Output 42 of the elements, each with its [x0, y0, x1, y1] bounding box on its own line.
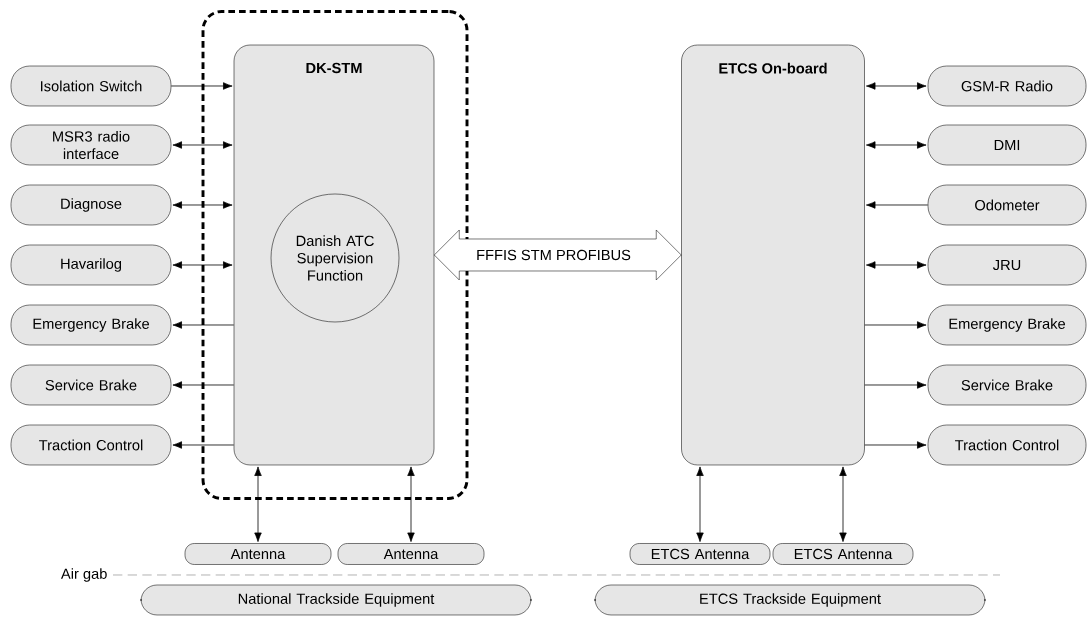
device-box: Traction Control [10, 424, 172, 466]
antenna-box: ETCS Antenna [772, 543, 914, 565]
arrow [864, 381, 927, 389]
antenna-box: ETCS Antenna [629, 543, 771, 565]
antenna-box: Antenna [337, 543, 485, 565]
arrow [407, 466, 415, 542]
arrow [170, 82, 233, 90]
device-box: Havarilog [10, 244, 172, 286]
arrow [696, 466, 704, 542]
arrow [254, 466, 262, 542]
device-box: Emergency Brake [10, 304, 172, 346]
arrow [172, 141, 233, 149]
arrow [172, 381, 235, 389]
arrow [866, 261, 927, 269]
device-box: GSM-R Radio [927, 65, 1087, 107]
unit-box: ETCS On-board [681, 44, 865, 466]
device-box: Service Brake [10, 364, 172, 406]
arrow [864, 321, 927, 329]
arrow [172, 441, 235, 449]
arrow [866, 82, 927, 90]
device-box: Isolation Switch [10, 65, 172, 107]
device-box: MSR3 radio interface [10, 124, 172, 166]
antenna-box: Antenna [184, 543, 332, 565]
arrow [172, 261, 233, 269]
arrow [864, 441, 927, 449]
gap-label: Air gab [60, 568, 107, 582]
arrow [866, 201, 929, 209]
trackside-box: National Trackside Equipment [140, 584, 532, 616]
edge-label: FFFIS STM PROFIBUS [474, 248, 633, 262]
arrow [866, 141, 927, 149]
device-box: Emergency Brake [927, 304, 1087, 346]
boundary-frame [201, 10, 469, 500]
device-box: Odometer [927, 184, 1087, 226]
arrow [172, 201, 233, 209]
device-box: Traction Control [927, 424, 1087, 466]
device-box: DMI [927, 124, 1087, 166]
device-box: Diagnose [10, 184, 172, 226]
device-box: Service Brake [927, 364, 1087, 406]
arrow [839, 466, 847, 542]
arrow [172, 321, 235, 329]
trackside-box: ETCS Trackside Equipment [594, 584, 986, 616]
device-box: JRU [927, 244, 1087, 286]
